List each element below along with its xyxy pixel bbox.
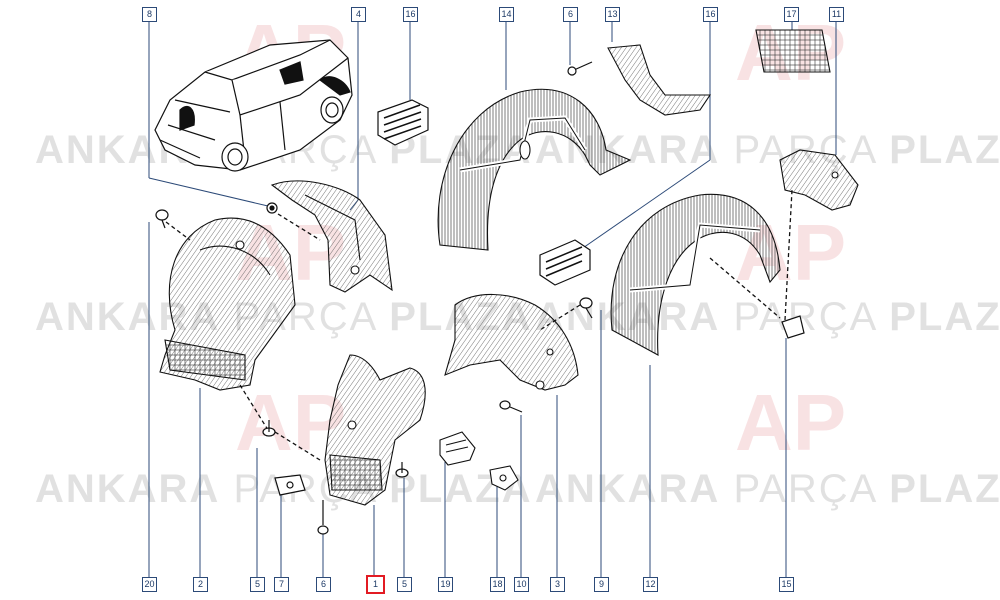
part-9-screw <box>579 297 593 319</box>
vehicle-illustration <box>154 39 353 172</box>
callout-12: 12 <box>643 577 658 592</box>
assembly-lines <box>165 189 793 461</box>
callout-14: 14 <box>499 7 514 22</box>
callout-7: 7 <box>274 577 289 592</box>
callout-6-top: 6 <box>563 7 578 22</box>
part-2-front-liner <box>159 217 296 391</box>
part-17-grille <box>755 29 831 73</box>
callout-4: 4 <box>351 7 366 22</box>
callout-16-right: 16 <box>703 7 718 22</box>
callout-5-right: 5 <box>397 577 412 592</box>
part-15-clip <box>781 315 805 339</box>
part-12-wheel-arch <box>610 193 781 356</box>
part-20-clip <box>155 209 169 229</box>
part-19-clip <box>439 431 476 466</box>
callout-9: 9 <box>594 577 609 592</box>
callout-6-bottom: 6 <box>316 577 331 592</box>
part-13-bracket <box>607 44 712 116</box>
part-6-screw-top <box>567 61 593 76</box>
part-7-nut <box>274 474 306 496</box>
part-4-liner <box>270 180 393 293</box>
callout-20: 20 <box>142 577 157 592</box>
callout-3: 3 <box>550 577 565 592</box>
part-18-clip <box>489 465 519 491</box>
callout-13: 13 <box>605 7 620 22</box>
callout-1-highlighted: 1 <box>366 575 385 594</box>
part-14-wheel-arch <box>437 88 632 251</box>
callout-15: 15 <box>779 577 794 592</box>
callout-10: 10 <box>514 577 529 592</box>
callout-11: 11 <box>829 7 844 22</box>
part-16-connector <box>377 99 429 146</box>
callout-17: 17 <box>784 7 799 22</box>
part-3-mid-liner <box>444 293 579 391</box>
part-8-clip <box>266 202 278 214</box>
svg-text:AP: AP <box>735 378 846 467</box>
callout-18: 18 <box>490 577 505 592</box>
part-16-connector-2 <box>539 239 591 286</box>
callout-5-left: 5 <box>250 577 265 592</box>
callout-8: 8 <box>142 7 157 22</box>
part-6-screw-bottom <box>317 500 329 535</box>
callout-2: 2 <box>193 577 208 592</box>
part-10-screw <box>499 400 523 413</box>
part-11-bracket <box>779 149 859 211</box>
callout-16-top: 16 <box>403 7 418 22</box>
part-1-rear-liner <box>324 354 426 506</box>
callout-19: 19 <box>438 577 453 592</box>
leader-lines <box>148 22 837 578</box>
part-5-screw-left <box>262 420 276 437</box>
part-5-screw-right <box>395 462 409 478</box>
